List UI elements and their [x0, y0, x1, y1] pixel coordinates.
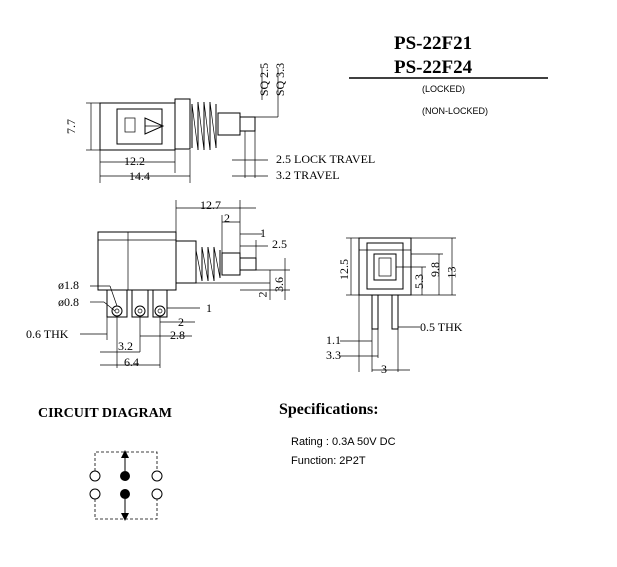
- dim-vertical-2: 2: [255, 291, 270, 298]
- dim-width-1-1: 1.1: [326, 333, 341, 347]
- model-number-2: PS-22F24: [394, 57, 473, 78]
- dim-height-12-5: 12.5: [337, 259, 351, 280]
- dim-sq-3-3: SQ 3.3: [273, 62, 288, 97]
- dim-height-9-8: 9.8: [428, 262, 442, 277]
- end-view-drawing: [340, 237, 456, 372]
- dim-width-2: 2: [224, 211, 230, 225]
- dim-width-2-5: 2.5: [272, 237, 287, 251]
- circuit-schematic: [89, 450, 163, 521]
- dim-width-3-3: 3.3: [326, 348, 341, 362]
- dim-width-3: 3: [381, 362, 387, 376]
- dim-length-14-4: 14.4: [129, 169, 150, 183]
- dim-vertical-3-6: 3.6: [272, 277, 286, 292]
- dim-sq-2-5: SQ 2.5: [257, 62, 272, 97]
- dim-diameter-1-8: ø1.8: [58, 278, 79, 292]
- model-number-1: PS-22F21: [394, 33, 473, 54]
- spec-function: Function: 2P2T: [291, 455, 366, 467]
- dim-pitch-6-4: 6.4: [124, 355, 139, 369]
- dim-lock-travel: 2.5 LOCK TRAVEL: [276, 152, 376, 166]
- side-view-drawing: [86, 68, 279, 183]
- locked-label: (LOCKED): [422, 84, 466, 94]
- dim-width-1: 1: [260, 226, 266, 240]
- dim-horizontal-2: 2: [178, 315, 184, 329]
- dim-height-13: 13: [444, 266, 459, 279]
- dim-travel: 3.2 TRAVEL: [276, 168, 340, 182]
- spec-rating: Rating : 0.3A 50V DC: [291, 436, 396, 448]
- dim-diameter-0-8: ø0.8: [58, 295, 79, 309]
- front-view-drawing: [80, 200, 290, 368]
- dim-pitch-3-2: 3.2: [118, 339, 133, 353]
- dim-height-5-3: 5.3: [412, 274, 426, 289]
- non-locked-label: (NON-LOCKED): [422, 106, 489, 116]
- dim-length-12-2: 12.2: [124, 154, 145, 168]
- specifications-heading: Specifications:: [279, 401, 379, 418]
- dim-horizontal-1: 1: [206, 301, 212, 315]
- dim-height-7-7: 7.7: [64, 119, 78, 134]
- dim-thickness-0-6: 0.6 THK: [26, 327, 69, 341]
- circuit-diagram-heading: CIRCUIT DIAGRAM: [38, 406, 172, 421]
- dim-horizontal-2-8: 2.8: [170, 328, 185, 342]
- dim-width-12-7: 12.7: [200, 198, 221, 212]
- dim-thickness-0-5: 0.5 THK: [420, 320, 463, 334]
